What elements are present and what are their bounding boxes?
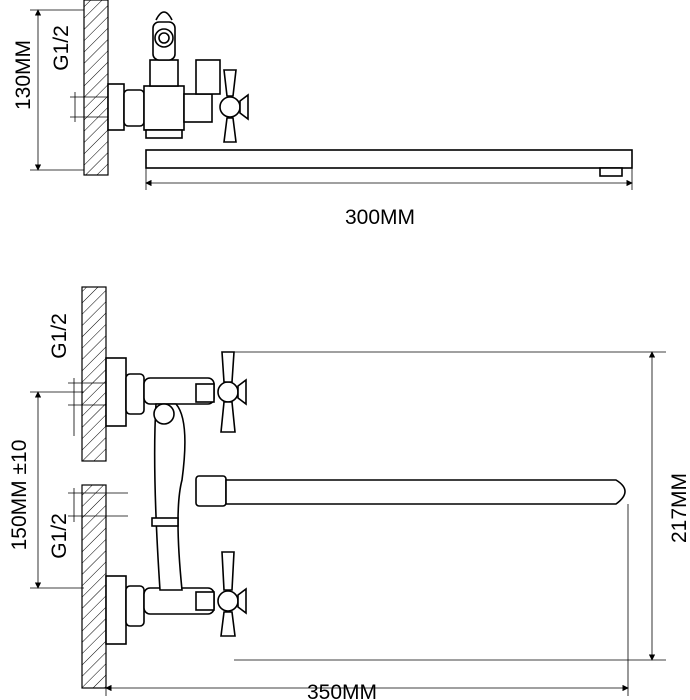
top-handle-hub — [219, 96, 241, 118]
top-thread-label: G1/2 — [50, 25, 73, 71]
front-upper-thread-label: G1/2 — [48, 313, 71, 359]
front-wall-lower — [81, 484, 107, 689]
front-lower-handle — [221, 551, 235, 591]
top-height-label: 130MM — [12, 40, 35, 110]
top-length-label: 300MM — [345, 206, 415, 229]
front-height-label: 217MM — [668, 473, 690, 543]
front-mixer-column — [153, 403, 186, 591]
front-spout — [225, 479, 626, 505]
top-spout — [145, 149, 633, 169]
front-spacing-label: 150MM ±10 — [8, 440, 31, 551]
top-view: 130MM G1/2 300MM — [12, 0, 633, 229]
front-lower-thread-label: G1/2 — [48, 513, 71, 559]
top-mixer-body — [143, 85, 185, 131]
top-wall-flange — [107, 83, 125, 131]
front-wall-upper — [81, 286, 107, 462]
front-view: G1/2 G1/2 150MM ±10 217MM 350MM — [8, 286, 690, 700]
front-length-label: 350MM — [307, 681, 377, 700]
front-upper-handle — [221, 351, 235, 383]
top-wall — [83, 0, 109, 176]
top-cross-handle — [223, 69, 237, 97]
